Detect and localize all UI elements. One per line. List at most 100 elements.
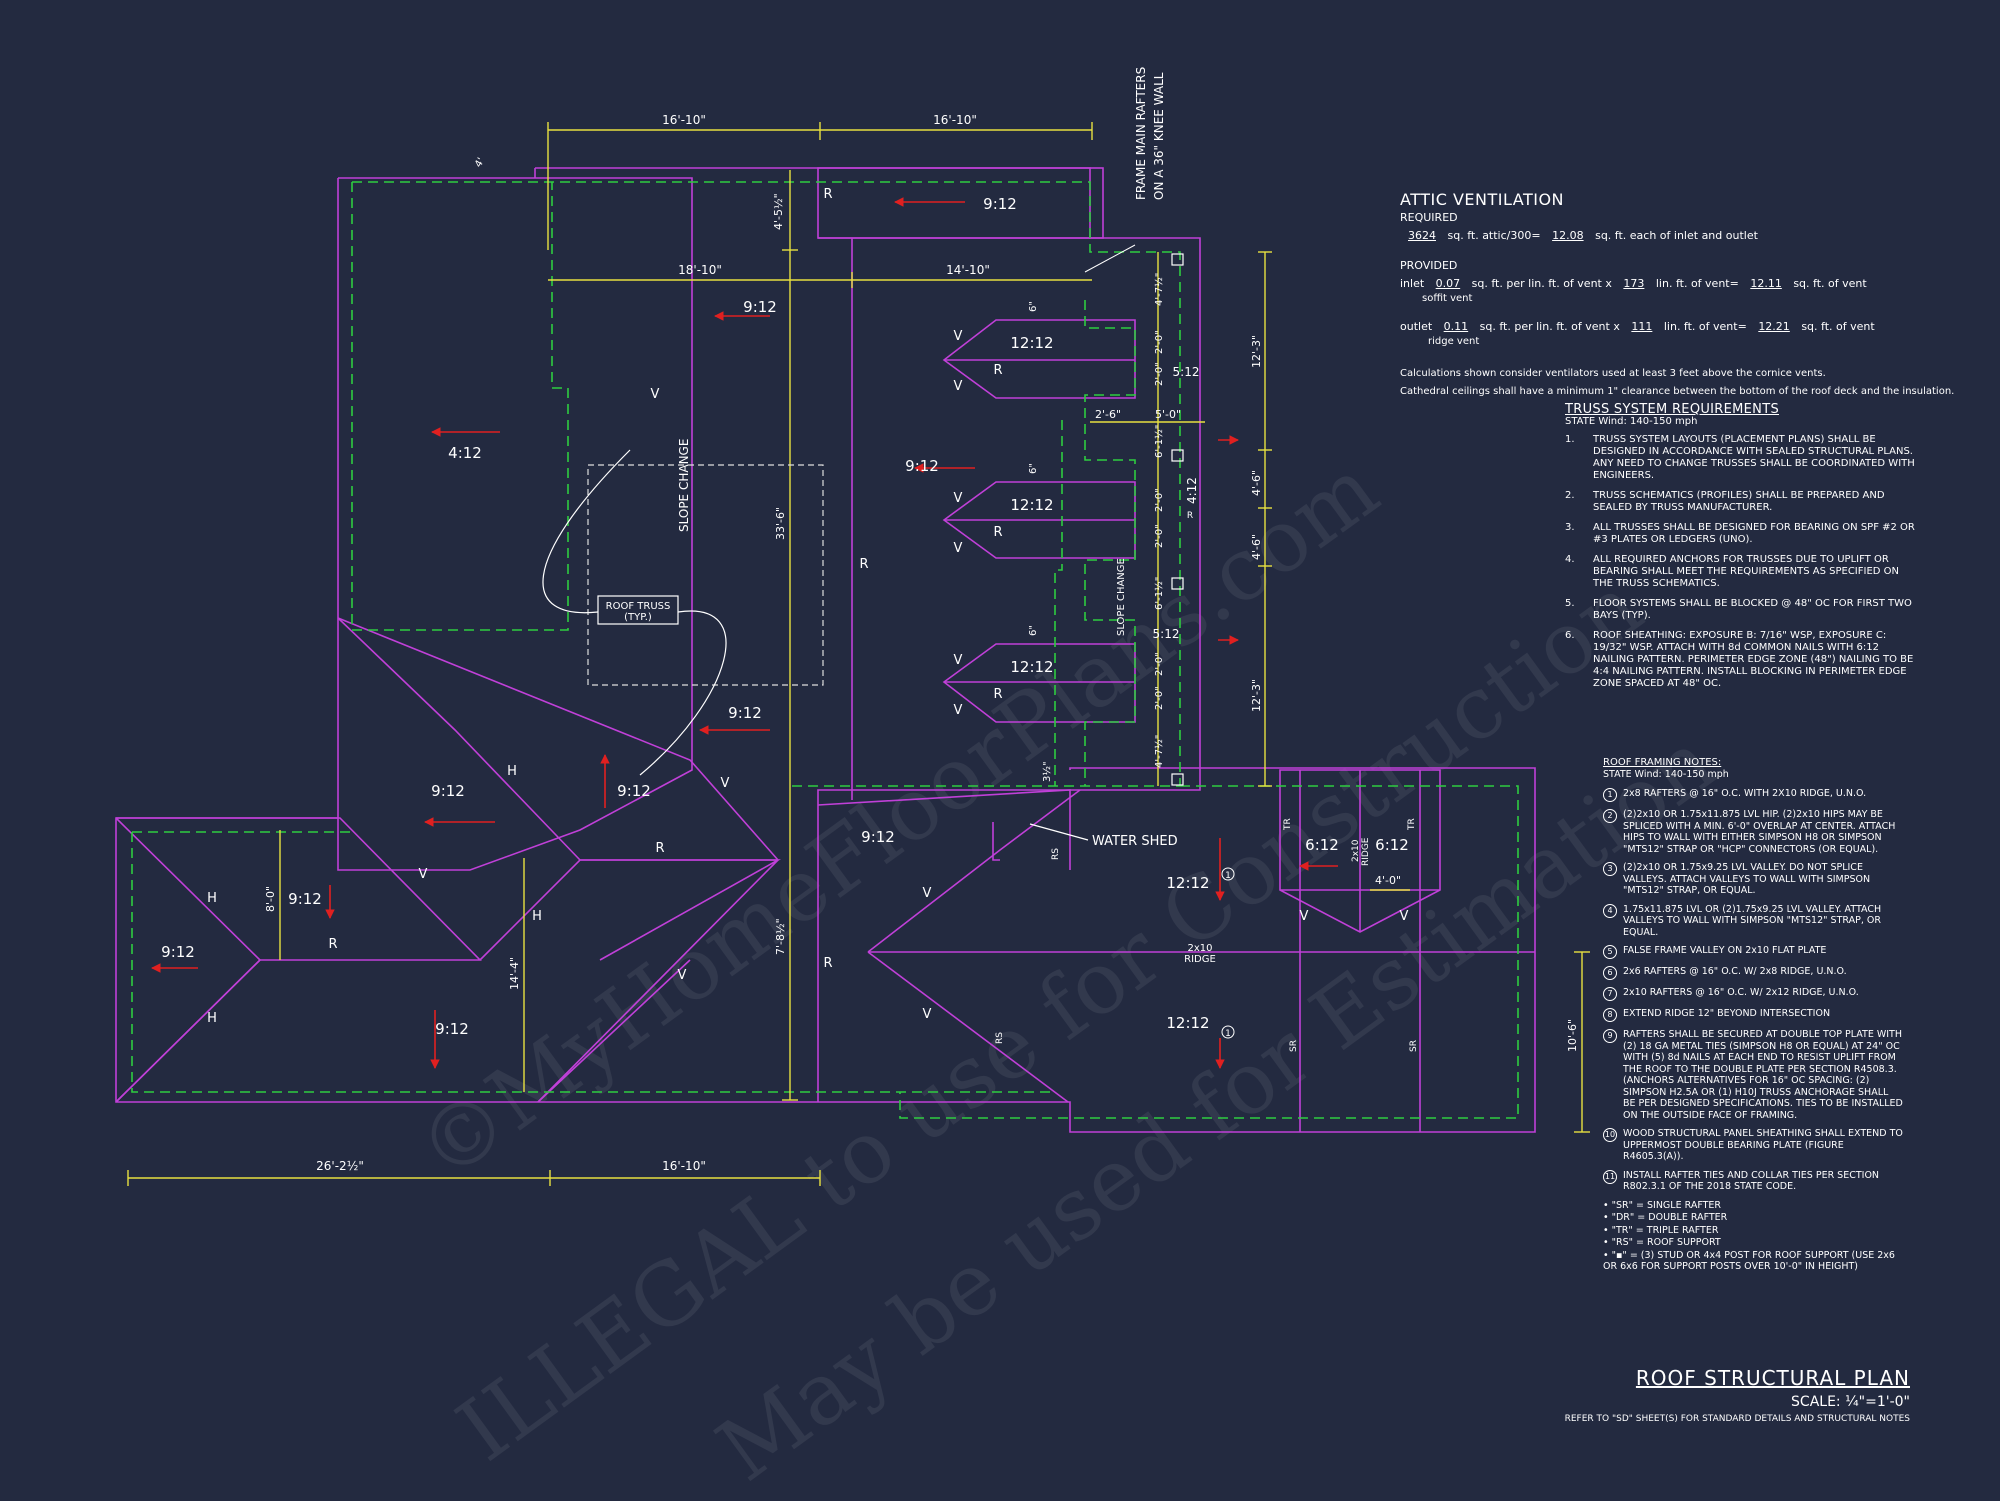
- inlet-value: 12.11: [1750, 277, 1782, 290]
- dim-vert-33: 33'-6": [774, 507, 787, 540]
- pitch-5-12: 5:12: [1153, 627, 1180, 641]
- triple-rafter-mark: TR: [1283, 818, 1293, 831]
- pitch-4-12: 4:12: [1185, 477, 1199, 504]
- pitch-5-12: 5:12: [1173, 365, 1200, 379]
- inlet-unit: sq. ft. of vent: [1793, 277, 1867, 290]
- slope-arrows: [151, 197, 1338, 1069]
- pitch-12-12: 12:12: [1010, 334, 1053, 352]
- dim-6-a: 6": [1028, 301, 1039, 312]
- truss-title: TRUSS SYSTEM REQUIREMENTS: [1565, 402, 1779, 417]
- truss-item-text: TRUSS SCHEMATICS (PROFILES) SHALL BE PRE…: [1593, 490, 1885, 513]
- outlet-unit: sq. ft. of vent: [1801, 320, 1875, 333]
- outlet-rate: 0.11: [1443, 320, 1469, 333]
- pitch-6-12: 6:12: [1375, 836, 1409, 854]
- pitch-9-12: 9:12: [288, 890, 322, 908]
- valley-mark: V: [721, 776, 730, 791]
- required-value: 12.08: [1552, 229, 1584, 242]
- framing-item-number: 4: [1603, 903, 1617, 918]
- dim-vert-4-5: 4'-5½": [772, 193, 785, 230]
- roof-truss-label-2: (TYP.): [624, 612, 652, 623]
- framing-item-number: 1: [1603, 788, 1617, 802]
- framing-item-number: 7: [1603, 987, 1617, 1001]
- ridge-mark: R: [328, 937, 337, 952]
- framing-item-text: EXTEND RIDGE 12" BEYOND INTERSECTION: [1623, 1008, 1831, 1019]
- pitch-9-12: 9:12: [861, 828, 895, 846]
- framing-item-text: RAFTERS SHALL BE SECURED AT DOUBLE TOP P…: [1623, 1029, 1903, 1121]
- outlet-value: 12.21: [1758, 320, 1790, 333]
- dim-right-4-6a: 4'-6": [1250, 470, 1263, 496]
- truss-item-number: 6.: [1565, 630, 1575, 641]
- pitch-12-12: 12:12: [1166, 1014, 1209, 1032]
- water-shed-label: WATER SHED: [1092, 834, 1178, 849]
- truss-item-number: 1.: [1565, 434, 1575, 445]
- dim-col-4-7-top: 4'-7½": [1153, 273, 1165, 306]
- dim-col-2-0-c: 2'-0": [1154, 488, 1165, 512]
- roof-support-mark: RS: [1051, 848, 1061, 860]
- ridge-mark: R: [993, 363, 1002, 378]
- pitch-9-12: 9:12: [617, 782, 651, 800]
- hip-mark: H: [532, 909, 542, 924]
- ridge-label-1: 2x10: [1187, 943, 1212, 954]
- roof-framing-notes-panel: ROOF FRAMING NOTES: STATE Wind: 140-150 …: [1603, 757, 1903, 1274]
- truss-item: 6. ROOF SHEATHING: EXPOSURE B: 7/16" WSP,…: [1565, 630, 1915, 690]
- outlet-text: sq. ft. per lin. ft. of vent x: [1479, 320, 1620, 333]
- dim-col-2-0-f: 2'-0": [1154, 686, 1165, 710]
- required-unit: sq. ft. each of inlet and outlet: [1595, 229, 1758, 242]
- valley-mark: V: [954, 703, 963, 718]
- valley-mark: V: [419, 867, 428, 882]
- dim-right-4-6b: 4'-6": [1250, 534, 1263, 560]
- dim-small-top: 4': [473, 156, 487, 169]
- dim-4-0: 4'-0": [1375, 874, 1401, 887]
- framing-item: 2(2)2x10 OR 1.75x11.875 LVL HIP. (2)2x10…: [1603, 809, 1903, 855]
- valley-mark: V: [923, 1007, 932, 1022]
- framing-title: ROOF FRAMING NOTES:: [1603, 757, 1722, 768]
- attic-note-2: Cathedral ceilings shall have a minimum …: [1400, 386, 1955, 397]
- framing-item-text: INSTALL RAFTER TIES AND COLLAR TIES PER …: [1623, 1169, 1880, 1193]
- dim-col-2-0-a: 2'-0": [1154, 330, 1165, 354]
- inlet-rate: 0.07: [1435, 277, 1461, 290]
- dim-mid-left: 18'-10": [678, 263, 722, 277]
- truss-item: 4.ALL REQUIRED ANCHORS FOR TRUSSES DUE T…: [1565, 554, 1915, 590]
- valley-mark: V: [954, 329, 963, 344]
- ridge-mark: R: [1187, 511, 1193, 521]
- inlet-label: inlet: [1400, 277, 1425, 290]
- ridge-label-2: RIDGE: [1184, 954, 1216, 965]
- truss-item-text: ALL TRUSSES SHALL BE DESIGNED FOR BEARIN…: [1593, 522, 1915, 545]
- framing-item-text: (2)2x10 OR 1.75x9.25 LVL VALLEY. DO NOT …: [1623, 862, 1871, 896]
- outlet-label: outlet: [1400, 320, 1433, 333]
- truss-state: STATE Wind: 140-150 mph: [1565, 416, 1698, 427]
- dim-col-6-1-a: 6'-1½": [1153, 425, 1165, 458]
- roof-outline: [115, 167, 1536, 1133]
- attic-note-1: Calculations shown consider ventilators …: [1400, 368, 1826, 379]
- outlet-text-2: lin. ft. of vent=: [1663, 320, 1747, 333]
- legend-item: • "RS" = ROOF SUPPORT: [1603, 1237, 1721, 1248]
- framing-item-text: WOOD STRUCTURAL PANEL SHEATHING SHALL EX…: [1623, 1128, 1903, 1162]
- attic-title: ATTIC VENTILATION: [1400, 190, 1564, 209]
- valley-mark: V: [1400, 909, 1409, 924]
- pitch-9-12: 9:12: [905, 457, 939, 475]
- ridge-mark: R: [823, 187, 832, 202]
- pitch-9-12: 9:12: [431, 782, 465, 800]
- dim-vert-7-8: 7'-8½": [774, 918, 787, 955]
- ridge-mark: R: [993, 525, 1002, 540]
- inlet-row: inlet 0.07 sq. ft. per lin. ft. of vent …: [1400, 277, 1867, 291]
- post-markers: [1171, 253, 1184, 786]
- truss-item-number: 5.: [1565, 598, 1575, 609]
- framing-item-number: 3: [1603, 862, 1617, 876]
- dim-right-12-3b: 12'-3": [1250, 679, 1263, 712]
- dimension-lines: [127, 122, 1590, 1186]
- truss-item: 5.FLOOR SYSTEMS SHALL BE BLOCKED @ 48" O…: [1565, 598, 1915, 622]
- truss-item: 2.TRUSS SCHEMATICS (PROFILES) SHALL BE P…: [1565, 490, 1915, 514]
- truss-item-text: ROOF SHEATHING: EXPOSURE B: 7/16" WSP, E…: [1593, 630, 1914, 689]
- ridge-mark: R: [859, 557, 868, 572]
- hip-mark: H: [207, 891, 217, 906]
- framing-item-number: 2: [1603, 809, 1617, 823]
- valley-mark: V: [651, 387, 660, 402]
- dim-mid-right: 14'-10": [946, 263, 990, 277]
